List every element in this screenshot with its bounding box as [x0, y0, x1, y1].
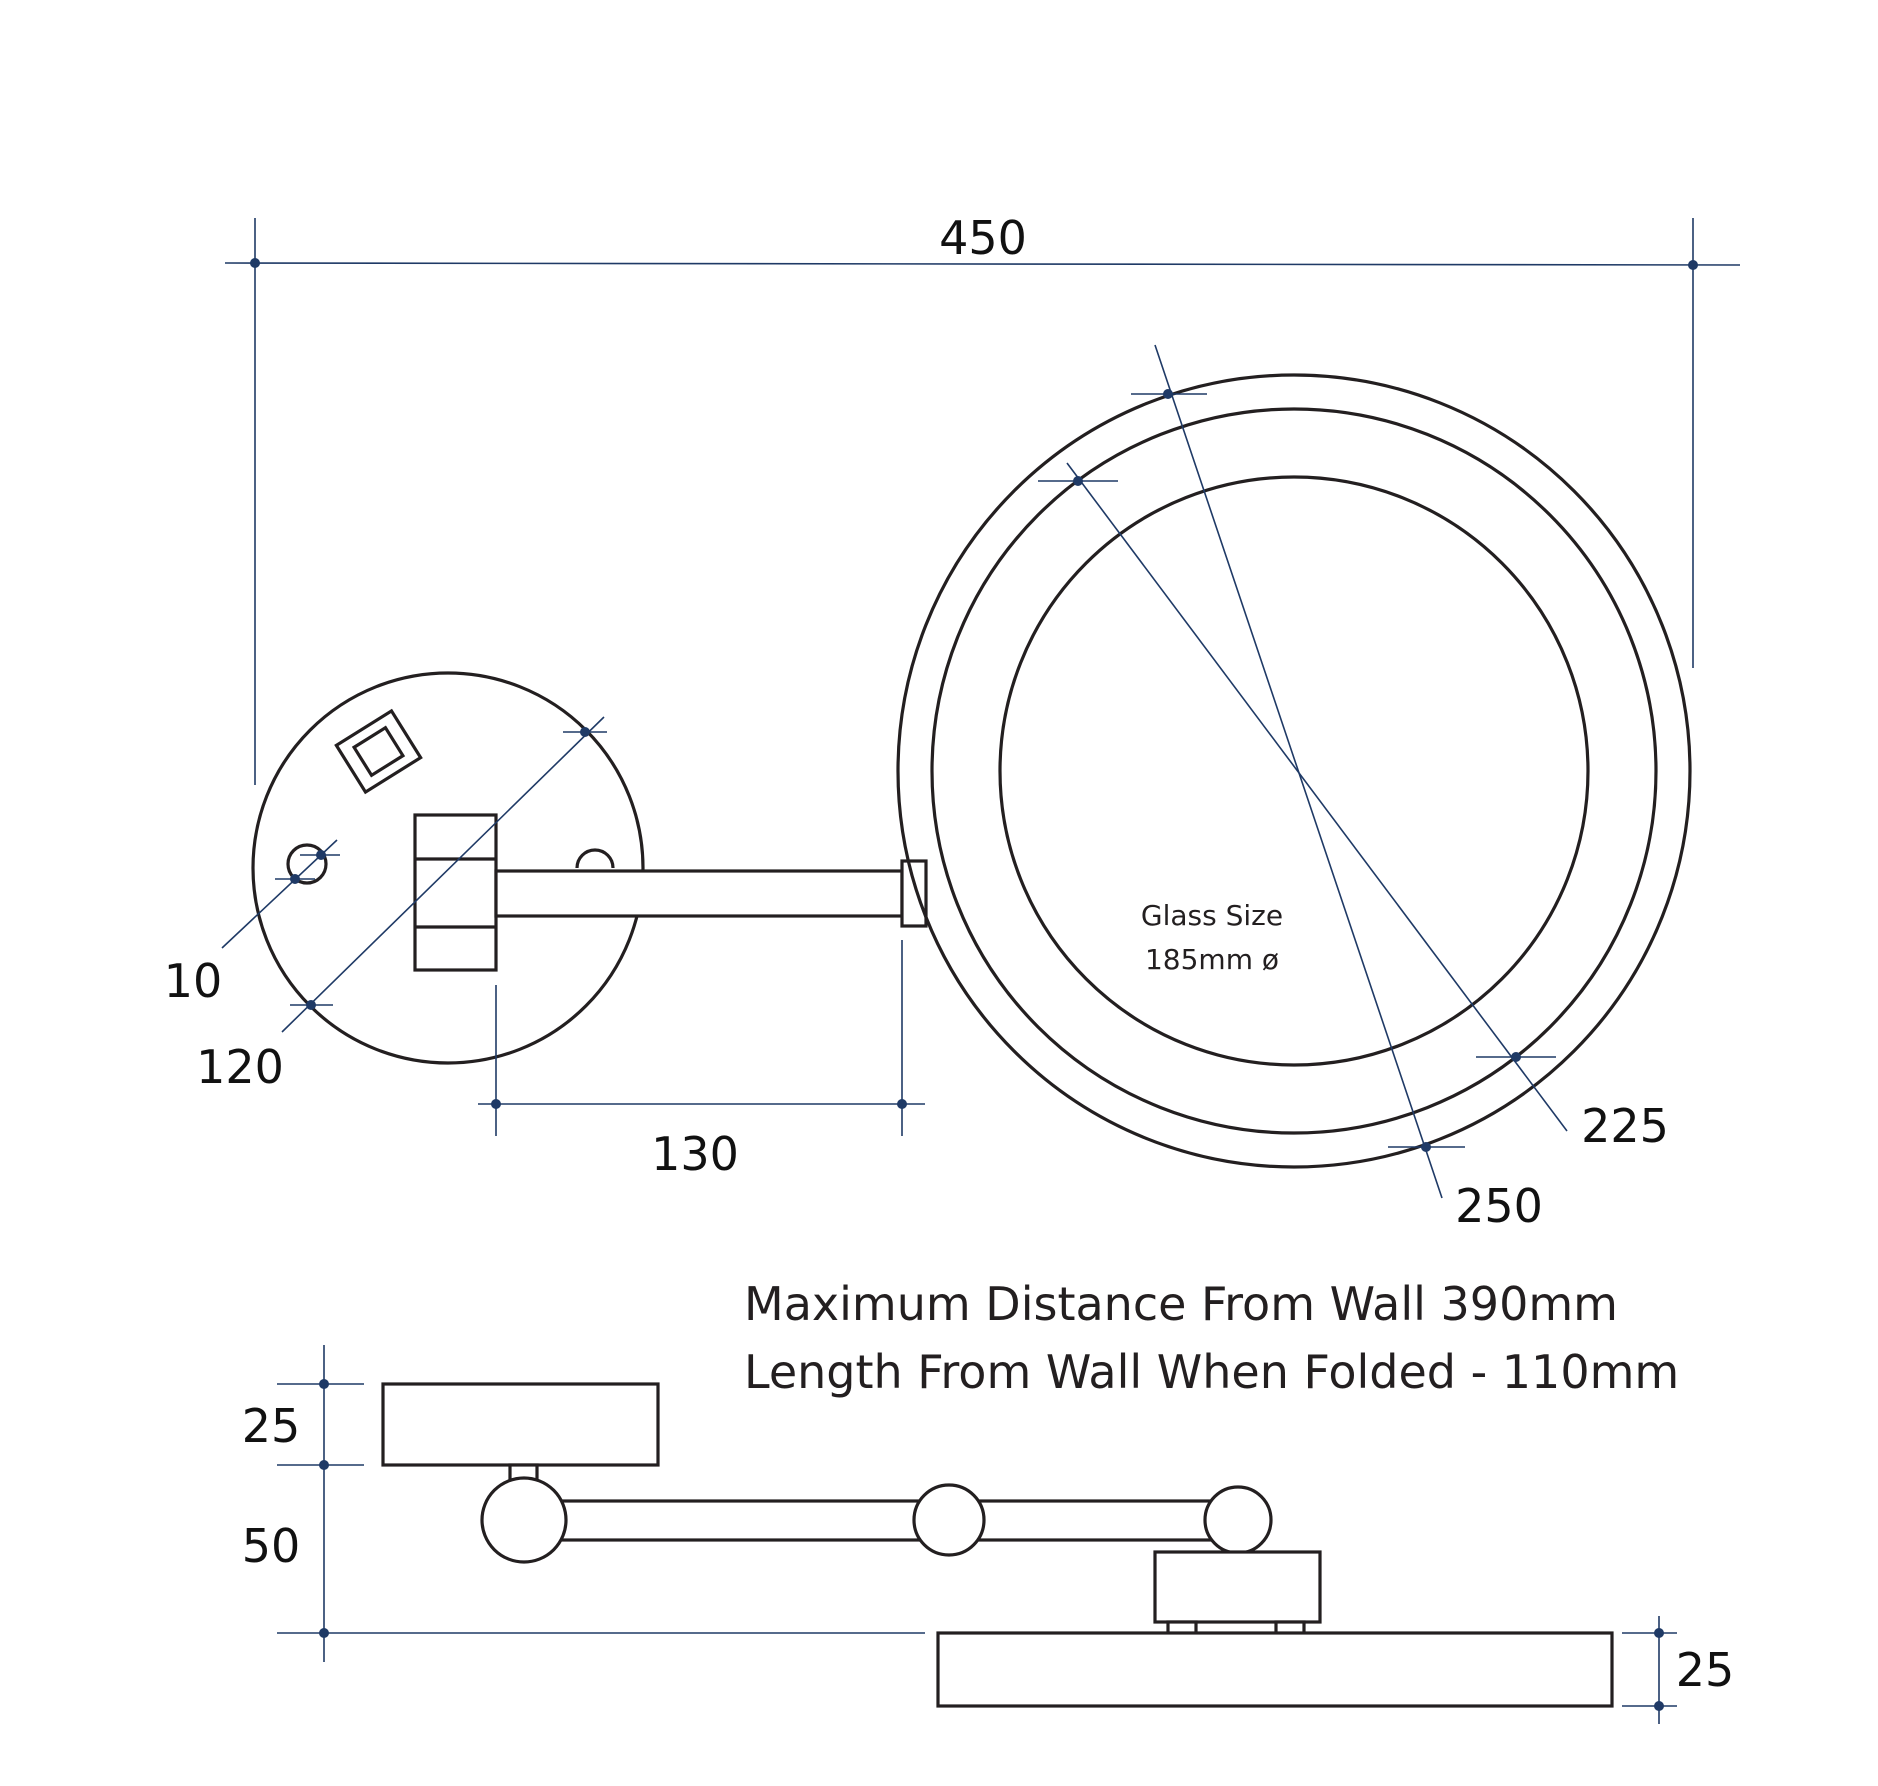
folded-length-note: Length From Wall When Folded - 110mm — [744, 1345, 1679, 1399]
arm-length-label: 130 — [651, 1127, 739, 1181]
backplate-diameter-dimension — [281, 716, 607, 1033]
backplate-depth-label: 25 — [242, 1399, 301, 1453]
arm-length-dimension — [478, 940, 925, 1136]
mirror-inner-diameter-label: 225 — [1581, 1099, 1669, 1153]
glass-size-label: Glass Size — [1141, 899, 1283, 932]
overall-width-label: 450 — [939, 211, 1027, 265]
side-joint-right — [1203, 1485, 1273, 1555]
side-joint-left — [480, 1476, 568, 1564]
max-distance-note: Maximum Distance From Wall 390mm — [744, 1277, 1618, 1331]
side-mirror — [936, 1631, 1614, 1708]
switch-icon — [334, 708, 423, 795]
mirror-front — [896, 373, 1692, 1169]
pin — [575, 848, 615, 869]
mirror-depth-label: 25 — [1676, 1643, 1735, 1697]
overall-width-dimension — [224, 218, 1741, 785]
swing-arm — [494, 859, 928, 928]
mirror-inner-diameter-dimension — [1038, 462, 1568, 1132]
hole-diameter-dimension — [221, 839, 340, 949]
arm-offset-label: 50 — [242, 1519, 301, 1573]
backplate-diameter-label: 120 — [196, 1040, 284, 1094]
hinge-block — [413, 813, 498, 972]
side-arm-lower — [948, 1499, 1242, 1542]
glass-diameter-label: 185mm ø — [1145, 943, 1279, 976]
mirror-outer-diameter-label: 250 — [1455, 1179, 1543, 1233]
side-backplate — [381, 1382, 660, 1467]
mounting-hole — [286, 843, 328, 885]
side-view — [381, 1382, 1614, 1708]
side-joint-middle — [912, 1483, 986, 1557]
hole-diameter-label: 10 — [164, 954, 223, 1008]
side-left-dimensions — [277, 1345, 925, 1662]
side-arm-upper — [520, 1499, 969, 1542]
wall-backplate — [251, 671, 645, 1065]
mirror-depth-dimension — [1622, 1616, 1677, 1724]
side-mirror-housing — [1153, 1550, 1322, 1624]
